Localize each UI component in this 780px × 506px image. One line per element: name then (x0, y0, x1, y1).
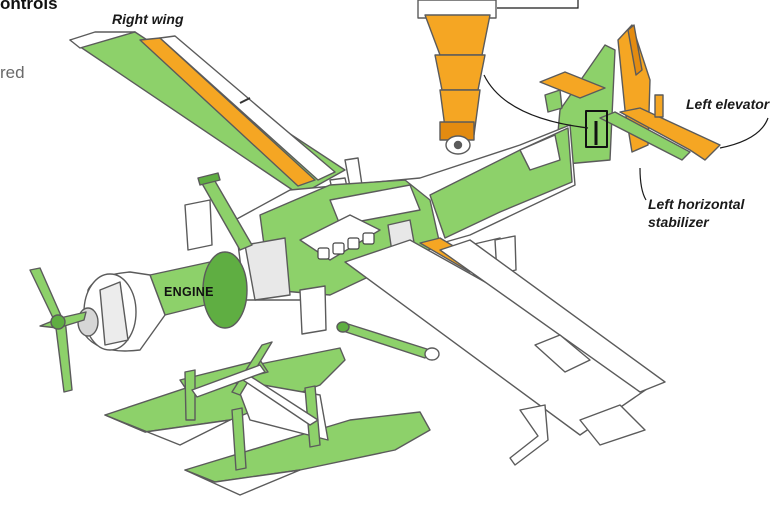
label-left-elevator: Left elevator (686, 96, 770, 112)
loose-strut (336, 321, 440, 361)
edge-text-middle: red (0, 63, 25, 82)
float-spreader-bars (191, 364, 549, 466)
leader-lines (483, 0, 769, 201)
left-elevator (619, 94, 721, 161)
engine (77, 251, 248, 352)
edge-text-top: ontrols (0, 0, 58, 13)
orange-fitting (417, 0, 497, 155)
label-left-horizontal-stabilizer-line2: stabilizer (648, 214, 709, 230)
cabin-windows (317, 232, 375, 260)
label-left-horizontal-stabilizer-line1: Left horizontal (648, 196, 745, 212)
floats (104, 347, 431, 496)
label-engine: ENGINE (164, 285, 214, 299)
left-horizontal-stabilizer (599, 111, 691, 161)
label-right-wing: Right wing (112, 11, 184, 27)
upper-strut (197, 172, 253, 251)
right-wing (69, 31, 346, 196)
right-elevator (539, 71, 606, 113)
propeller (29, 267, 87, 393)
left-wing (344, 237, 666, 446)
